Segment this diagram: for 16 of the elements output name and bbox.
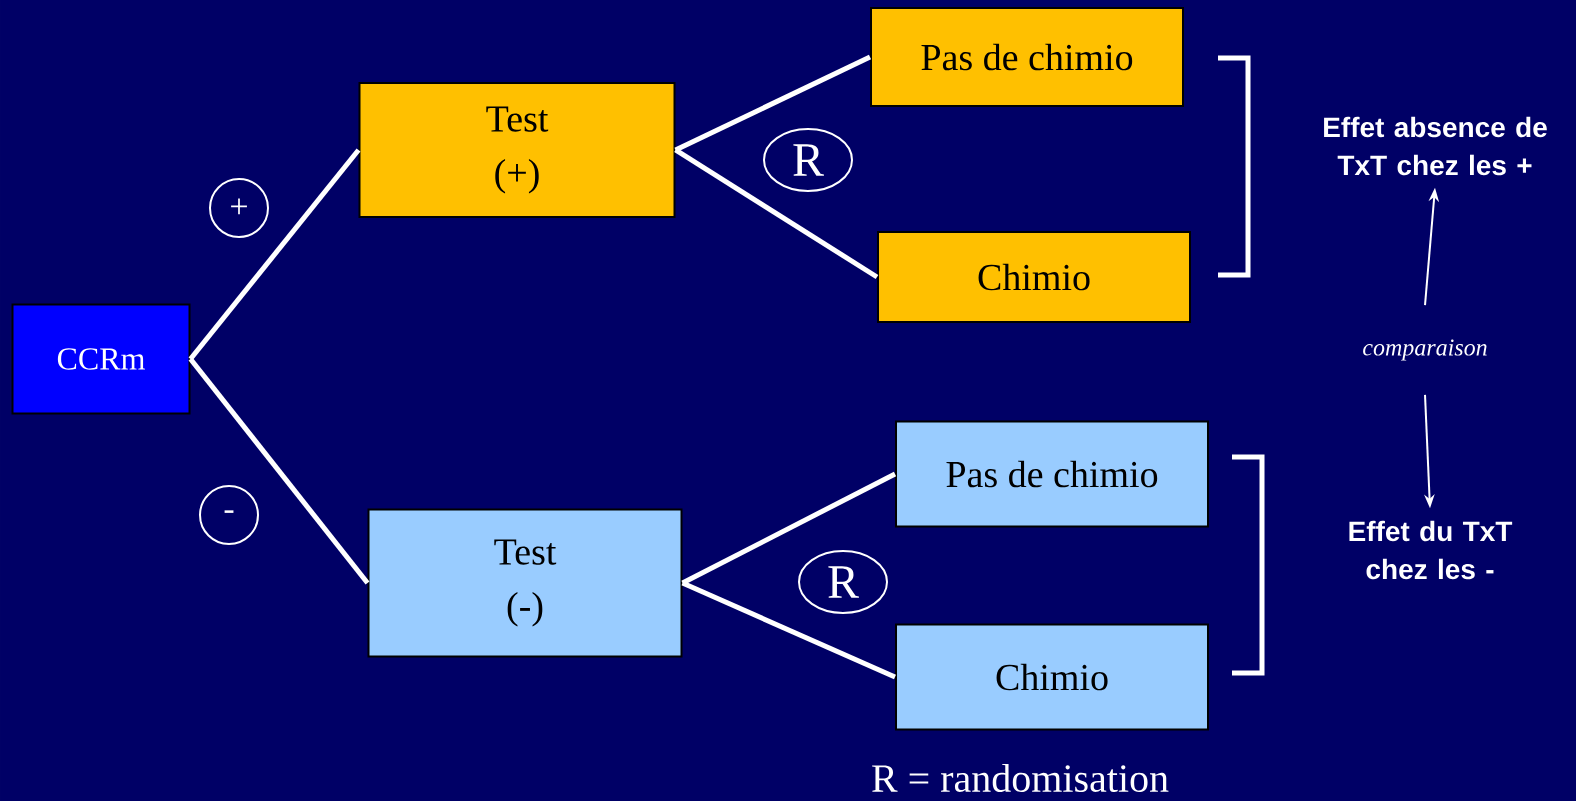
connector bbox=[681, 471, 897, 586]
group-box: Pas de chimio bbox=[895, 420, 1209, 528]
result-text: Effet absence de TxT chez les + bbox=[1324, 116, 1547, 176]
connector bbox=[681, 580, 896, 680]
connector bbox=[674, 54, 872, 153]
group-box: Chimio bbox=[895, 623, 1209, 731]
group-box: Pas de chimio bbox=[870, 7, 1184, 107]
comparison-text: comparaison bbox=[1363, 339, 1487, 361]
connector bbox=[188, 148, 361, 361]
result-text: Effet du TxT chez les - bbox=[1349, 520, 1513, 580]
connector bbox=[674, 147, 879, 280]
connector bbox=[188, 357, 370, 585]
group-box: Test (-) bbox=[367, 508, 683, 658]
group-box: Chimio bbox=[877, 231, 1191, 323]
group-box: Test (+) bbox=[358, 82, 676, 218]
start-box: CCRm bbox=[11, 303, 191, 415]
